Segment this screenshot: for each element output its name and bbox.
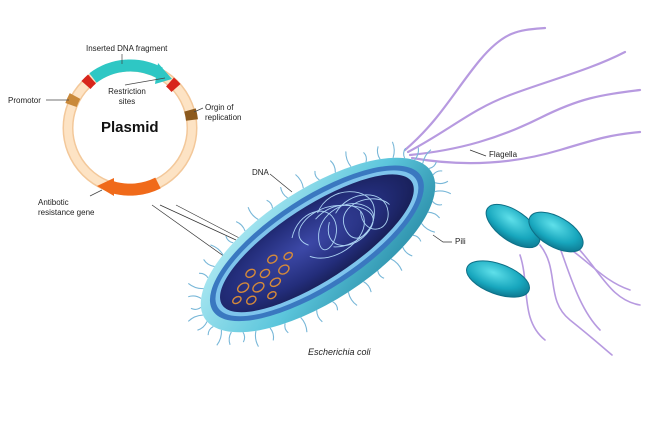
pilus	[247, 206, 259, 220]
pilus	[225, 235, 234, 244]
pilus	[363, 151, 367, 163]
pilus	[432, 170, 443, 176]
pilus	[402, 246, 413, 257]
pilus	[210, 244, 224, 256]
pilus	[376, 146, 381, 160]
pilus	[314, 170, 320, 181]
label-origin-line2: replication	[205, 113, 242, 122]
small-bacterium-2	[528, 211, 584, 253]
small-bacterium-1	[485, 203, 541, 249]
inserted-dna-fragment-segment	[89, 59, 163, 83]
pili-hairs	[187, 141, 452, 347]
pilus	[432, 201, 443, 206]
pilus	[269, 327, 275, 341]
label-restriction-line2: sites	[118, 97, 136, 106]
label-restriction-line1: Restriction	[108, 87, 146, 96]
label-pili: Pili	[455, 237, 466, 246]
small-bacterium-3	[466, 260, 530, 298]
pilus	[199, 272, 209, 279]
pilus	[190, 306, 202, 310]
small-bacterium-flagella	[519, 239, 641, 356]
zoom-line-3	[175, 204, 248, 243]
pilus	[414, 147, 420, 161]
pilus	[363, 281, 372, 293]
label-inserted-dna-fragment: Inserted DNA fragment	[86, 44, 168, 53]
pilus	[434, 180, 449, 185]
zoom-line-2	[159, 204, 237, 241]
cytoplasm	[220, 174, 414, 313]
pilus	[329, 160, 336, 173]
pilus	[300, 317, 308, 333]
pilus	[403, 147, 407, 159]
antibiotic-arrowhead	[97, 178, 114, 196]
label-antibiotic-line2: resistance gene	[38, 208, 95, 217]
pilus	[280, 186, 288, 199]
pilus	[391, 141, 395, 159]
leader-dna	[269, 173, 293, 193]
leader-origin	[193, 107, 204, 113]
origin-of-replication-segment	[184, 108, 198, 121]
pilus	[207, 325, 214, 336]
plasmid-title: Plasmid	[101, 119, 159, 136]
restriction-site-left	[81, 74, 97, 90]
pilus	[284, 323, 289, 334]
pilus	[428, 211, 441, 219]
e-coli-cell	[187, 141, 452, 347]
pilus	[332, 301, 339, 311]
pilus	[347, 291, 358, 306]
pilus	[412, 234, 422, 242]
pilus	[421, 223, 435, 233]
antibiotic-resistance-segment	[110, 177, 161, 196]
restriction-site-right	[165, 77, 181, 93]
pilus	[228, 331, 232, 345]
pilus	[254, 330, 259, 347]
caption-escherichia-coli: Escherichia coli	[308, 347, 371, 357]
pilus	[216, 329, 223, 346]
label-origin-line1: Orgin of	[205, 103, 234, 112]
pilus	[434, 190, 452, 195]
flagella	[403, 26, 642, 165]
pilus	[390, 258, 403, 271]
pilus	[377, 270, 385, 279]
pilus	[188, 295, 202, 299]
pilus	[242, 331, 246, 343]
leader-pili	[432, 234, 452, 243]
leader-antibiotic	[89, 189, 103, 197]
label-origin-of-replication: Orgin of replication	[205, 103, 241, 123]
pilus	[295, 174, 304, 189]
leader-restriction	[124, 77, 166, 86]
label-dna: DNA	[252, 168, 269, 177]
label-antibiotic-line1: Antibotic	[38, 198, 69, 207]
label-flagella: Flagella	[489, 150, 518, 159]
plasmid-rings-in-cell	[232, 251, 294, 305]
pilus	[187, 283, 204, 290]
plasmid-diagram	[46, 54, 248, 263]
zoom-line-1	[151, 204, 233, 263]
pilus	[235, 221, 246, 232]
label-antibiotic-resistance-gene: Antibotic resistance gene	[38, 198, 94, 218]
leader-flagella	[469, 149, 487, 157]
pilus	[422, 149, 432, 164]
label-restriction-sites: Restriction sites	[104, 87, 150, 107]
pilus	[316, 310, 323, 323]
promotor-segment	[65, 93, 81, 108]
pilus	[345, 151, 352, 167]
pilus	[203, 259, 215, 268]
pilus	[187, 314, 203, 322]
label-promotor: Promotor	[8, 96, 41, 105]
pilus	[266, 199, 274, 209]
small-bacteria-group	[466, 203, 641, 356]
pilus	[197, 321, 208, 331]
chromosomal-dna	[291, 191, 390, 259]
pilus	[428, 161, 437, 170]
